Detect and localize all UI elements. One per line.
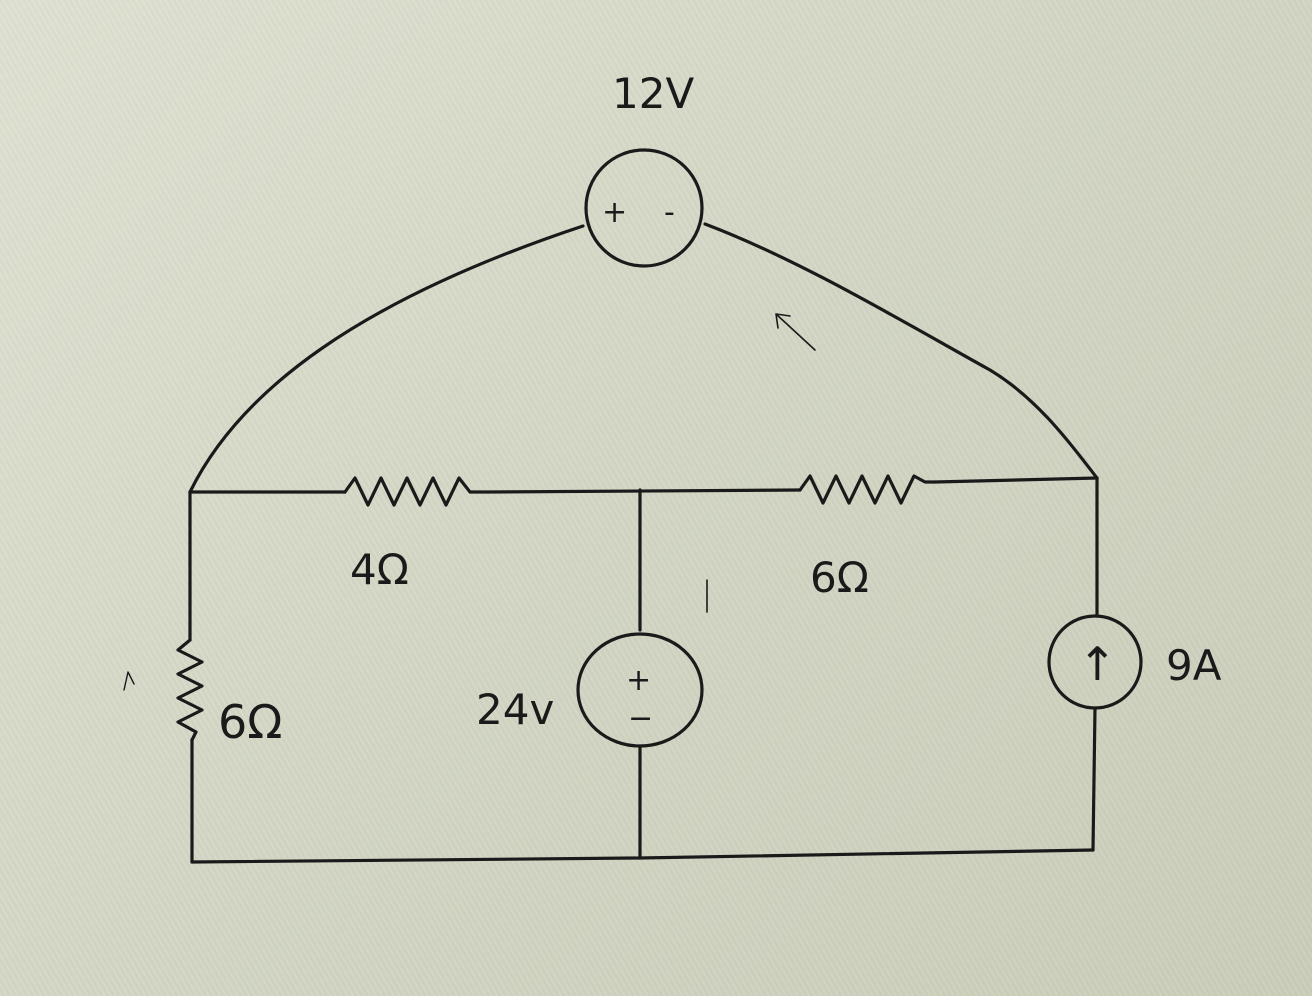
wire-bottom [190, 848, 1095, 864]
voltage-source-12v: + - [584, 148, 704, 268]
voltage-source-12v-label: 12V [612, 69, 694, 118]
resistor-4ohm [343, 476, 490, 507]
resistor-6ohm-top [798, 474, 937, 505]
wire-right-lower [1091, 706, 1097, 852]
voltage-source-12v-plus: + [602, 195, 627, 230]
resistor-6ohm-left-label: 6Ω [218, 695, 282, 749]
resistor-6ohm-top-label: 6Ω [810, 553, 869, 602]
resistor-4ohm-label: 4Ω [350, 545, 409, 594]
stray-mark-left [123, 671, 135, 691]
voltage-source-24v: + − [576, 632, 704, 748]
current-source-9a: ↑ [1047, 614, 1143, 710]
voltage-source-24v-label: 24v [476, 685, 554, 734]
wire-top-right-segment [933, 476, 1099, 484]
voltage-source-12v-circle [584, 148, 704, 268]
wire-top-middle-segment [486, 488, 802, 494]
resistor-6ohm-left [176, 638, 204, 742]
voltage-source-12v-minus: - [664, 195, 675, 230]
voltage-source-24v-plus: + [626, 663, 651, 698]
voltage-source-24v-minus: − [628, 701, 653, 736]
wire-top-left-arc [188, 224, 585, 494]
wire-top-right-arc [703, 222, 1099, 480]
current-source-9a-label: 9A [1166, 641, 1222, 690]
current-source-9a-arrow: ↑ [1078, 637, 1117, 691]
stray-mark-arrow [775, 313, 816, 351]
